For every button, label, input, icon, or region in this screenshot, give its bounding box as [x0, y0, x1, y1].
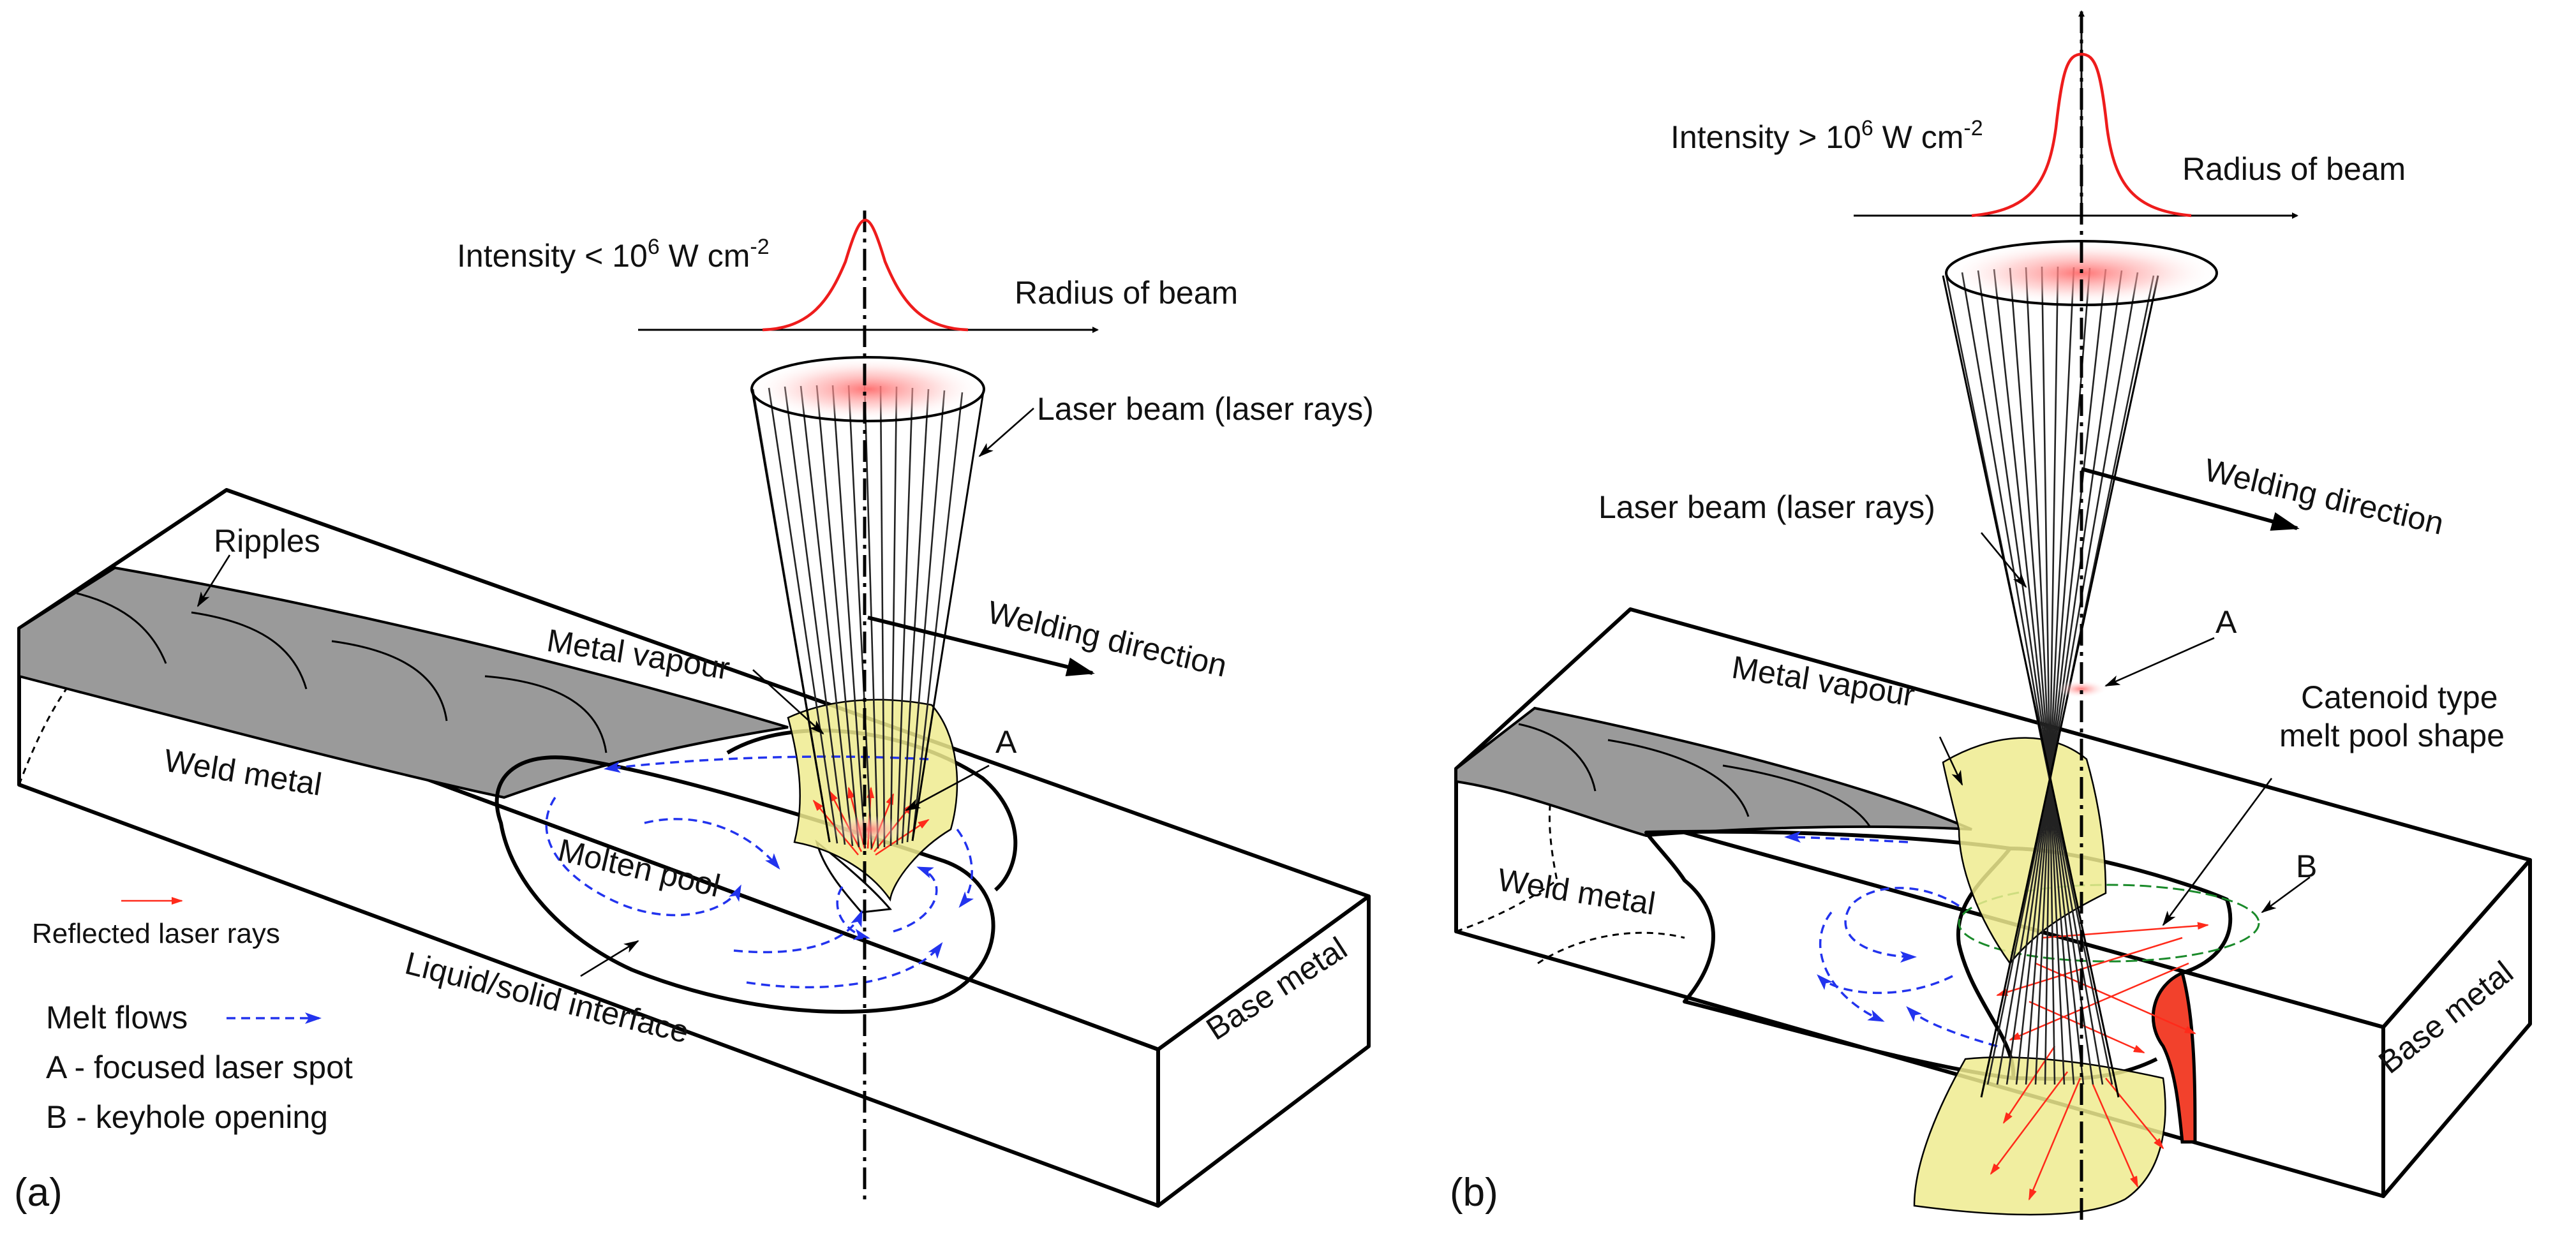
- workpiece-block-b: [1454, 607, 2532, 1198]
- metal-vapour-plume-b-bottom: [1913, 1056, 2166, 1216]
- leader-metal-vapour-a: [752, 669, 824, 735]
- leader-metal-vapour-b: [1939, 736, 1963, 786]
- point-a-label-a: A: [995, 724, 1017, 760]
- intensity-profile-b: [1854, 10, 2298, 219]
- intensity-profile-a: [638, 218, 1099, 333]
- catenoid-label-line2-b: melt pool shape: [2279, 718, 2505, 753]
- weld-metal-label-b: Weld metal: [1495, 862, 1658, 922]
- legend-reflected-rays: Reflected laser rays: [32, 918, 280, 949]
- leader-catenoid-b: [2162, 778, 2273, 926]
- radius-label-b: Radius of beam: [2182, 151, 2406, 187]
- radius-label-a: Radius of beam: [1015, 275, 1238, 311]
- molten-pool-a: [495, 729, 1018, 1014]
- leader-ripples-a: [197, 554, 231, 607]
- leader-laser-beam-b: [1980, 532, 2027, 588]
- legend-melt-flows: Melt flows: [46, 1000, 188, 1035]
- point-b-label-b: B: [2296, 848, 2317, 884]
- welding-direction-arrow-a: [867, 616, 1095, 676]
- interface-label-a: Liquid/solid interface: [401, 945, 692, 1050]
- laser-beam-label-a: Laser beam (laser rays): [1037, 391, 1374, 427]
- melt-flows-b: [1784, 831, 1998, 1048]
- leader-laser-beam-a: [978, 408, 1034, 457]
- intensity-label-a: Intensity < 106 W cm-2: [457, 235, 770, 274]
- laser-beam-label-b: Laser beam (laser rays): [1598, 489, 1935, 525]
- welding-direction-label-b: Welding direction: [2201, 452, 2447, 542]
- point-a-label-b: A: [2215, 604, 2237, 640]
- leader-point-b-b: [2261, 876, 2311, 914]
- catenoid-label-line1-b: Catenoid type: [2301, 679, 2498, 715]
- weld-ripples-a: [18, 566, 789, 799]
- legend-b-def: B - keyhole opening: [46, 1099, 328, 1135]
- metal-vapour-label-b: Metal vapour: [1729, 649, 1917, 714]
- laser-beam-b: [1942, 240, 2218, 1098]
- panel-tag-b: (b): [1450, 1171, 1498, 1215]
- leader-point-a-b: [2104, 637, 2215, 687]
- legend-a-def: A - focused laser spot: [46, 1049, 353, 1085]
- panel-tag-a: (a): [14, 1171, 63, 1215]
- weld-ripples-b: [1455, 706, 1972, 838]
- laser-beam-a: [750, 356, 985, 849]
- base-metal-label-a: Base metal: [1200, 930, 1353, 1047]
- weld-metal-label-a: Weld metal: [161, 743, 324, 803]
- welding-direction-arrow-b: [2081, 467, 2300, 531]
- legend: Reflected laser rays Melt flows A - focu…: [32, 897, 353, 1135]
- panel-b: Intensity > 106 W cm-2 Radius of beam La…: [1450, 10, 2532, 1225]
- molten-pool-label-a: Molten pool: [555, 832, 724, 904]
- intensity-label-b: Intensity > 106 W cm-2: [1671, 116, 1983, 155]
- leader-interface-a: [580, 940, 639, 977]
- welding-direction-label-a: Welding direction: [985, 594, 1230, 684]
- leader-point-a-a: [905, 764, 990, 811]
- ripples-label-a: Ripples: [214, 523, 320, 559]
- metal-vapour-plume-a: [787, 699, 958, 902]
